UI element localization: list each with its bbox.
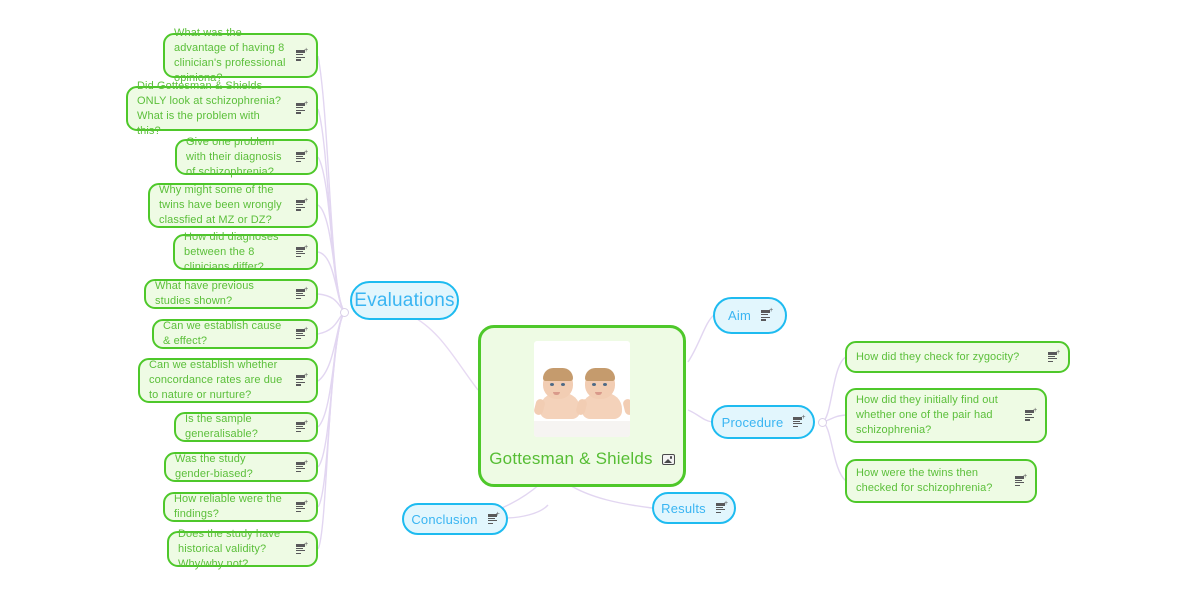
evaluation-node[interactable]: How did diagnoses between the 8 clinicia… <box>173 231 318 273</box>
note-icon[interactable]: + <box>1048 349 1060 363</box>
note-icon[interactable]: + <box>1025 407 1037 421</box>
evaluation-node-text: Does the study have historical validity?… <box>178 527 284 570</box>
collapse-handle-procedure[interactable] <box>818 418 827 427</box>
procedure-node-text: How were the twins then checked for schi… <box>856 467 993 494</box>
evaluation-node[interactable]: Can we establish whether concordance rat… <box>138 358 318 403</box>
evaluation-node-text: Can we establish cause & effect? <box>163 320 285 347</box>
note-icon[interactable]: + <box>296 459 308 473</box>
procedure-node[interactable]: How did they check for zygocity? + <box>845 341 1070 373</box>
branch-evaluations-label: Evaluations <box>354 289 455 311</box>
evaluation-node-text: What was the advantage of having 8 clini… <box>174 26 289 84</box>
branch-aim[interactable]: Aim + <box>713 297 787 334</box>
evaluation-node[interactable]: What have previous studies shown? + <box>144 279 318 309</box>
note-icon[interactable]: + <box>296 47 308 61</box>
branch-conclusion[interactable]: Conclusion + <box>402 503 508 535</box>
note-icon[interactable]: + <box>715 500 728 514</box>
evaluation-node[interactable]: Can we establish cause & effect? + <box>152 319 318 349</box>
procedure-node[interactable]: How were the twins then checked for schi… <box>845 459 1037 503</box>
branch-conclusion-label: Conclusion <box>411 511 478 527</box>
note-icon[interactable]: + <box>296 244 308 258</box>
note-icon[interactable]: + <box>793 414 805 428</box>
evaluation-node[interactable]: What was the advantage of having 8 clini… <box>163 27 318 84</box>
evaluation-node[interactable]: Is the sample generalisable? + <box>174 412 318 442</box>
note-icon[interactable]: + <box>761 307 773 321</box>
central-node-image <box>534 341 630 437</box>
branch-evaluations[interactable]: Evaluations <box>350 281 459 320</box>
evaluation-node-text: Can we establish whether concordance rat… <box>149 359 286 401</box>
evaluation-node-text: Is the sample generalisable? <box>185 413 258 440</box>
note-icon[interactable]: + <box>296 541 308 555</box>
image-icon[interactable] <box>661 453 675 465</box>
evaluation-node[interactable]: Give one problem with their diagnosis of… <box>175 136 318 178</box>
evaluation-node-text: Why might some of the twins have been wr… <box>159 184 285 226</box>
evaluation-node-text: Was the study gender-biased? <box>175 453 253 480</box>
procedure-node-text: How did they check for zygocity? <box>856 350 1020 363</box>
evaluation-node-text: What have previous studies shown? <box>155 280 258 307</box>
note-icon[interactable]: + <box>296 100 308 114</box>
evaluation-node[interactable]: Why might some of the twins have been wr… <box>148 183 318 228</box>
note-icon[interactable]: + <box>487 511 500 525</box>
note-icon[interactable]: + <box>296 149 308 163</box>
evaluation-node-text: Did Gottesman & Shields ONLY look at sch… <box>137 79 285 137</box>
evaluation-node[interactable]: Does the study have historical validity?… <box>167 528 318 570</box>
note-icon[interactable]: + <box>296 499 308 513</box>
note-icon[interactable]: + <box>296 286 308 300</box>
evaluation-node[interactable]: Was the study gender-biased? + <box>164 452 318 482</box>
branch-procedure[interactable]: Procedure + <box>711 405 815 439</box>
branch-results-label: Results <box>661 500 706 516</box>
branch-procedure-label: Procedure <box>721 414 784 430</box>
evaluation-node[interactable]: How reliable were the findings? + <box>163 492 318 522</box>
baby-left <box>534 368 593 429</box>
collapse-handle-evaluations[interactable] <box>340 308 349 317</box>
note-icon[interactable]: + <box>296 372 308 386</box>
note-icon[interactable]: + <box>296 419 308 433</box>
note-icon[interactable]: + <box>1015 473 1027 487</box>
evaluation-node-text: How did diagnoses between the 8 clinicia… <box>184 230 282 273</box>
evaluation-node-text: How reliable were the findings? <box>174 493 286 520</box>
central-node[interactable]: Gottesman & Shields <box>478 325 686 487</box>
central-node-title: Gottesman & Shields <box>489 449 653 468</box>
note-icon[interactable]: + <box>296 197 308 211</box>
branch-results[interactable]: Results + <box>652 492 736 524</box>
procedure-node-text: How did they initially find out whether … <box>856 394 1002 436</box>
procedure-node[interactable]: How did they initially find out whether … <box>845 388 1047 443</box>
baby-right <box>575 368 630 429</box>
branch-aim-label: Aim <box>728 308 751 323</box>
note-icon[interactable]: + <box>296 326 308 340</box>
evaluation-node-text: Give one problem with their diagnosis of… <box>186 135 285 178</box>
evaluation-node[interactable]: Did Gottesman & Shields ONLY look at sch… <box>126 80 318 137</box>
